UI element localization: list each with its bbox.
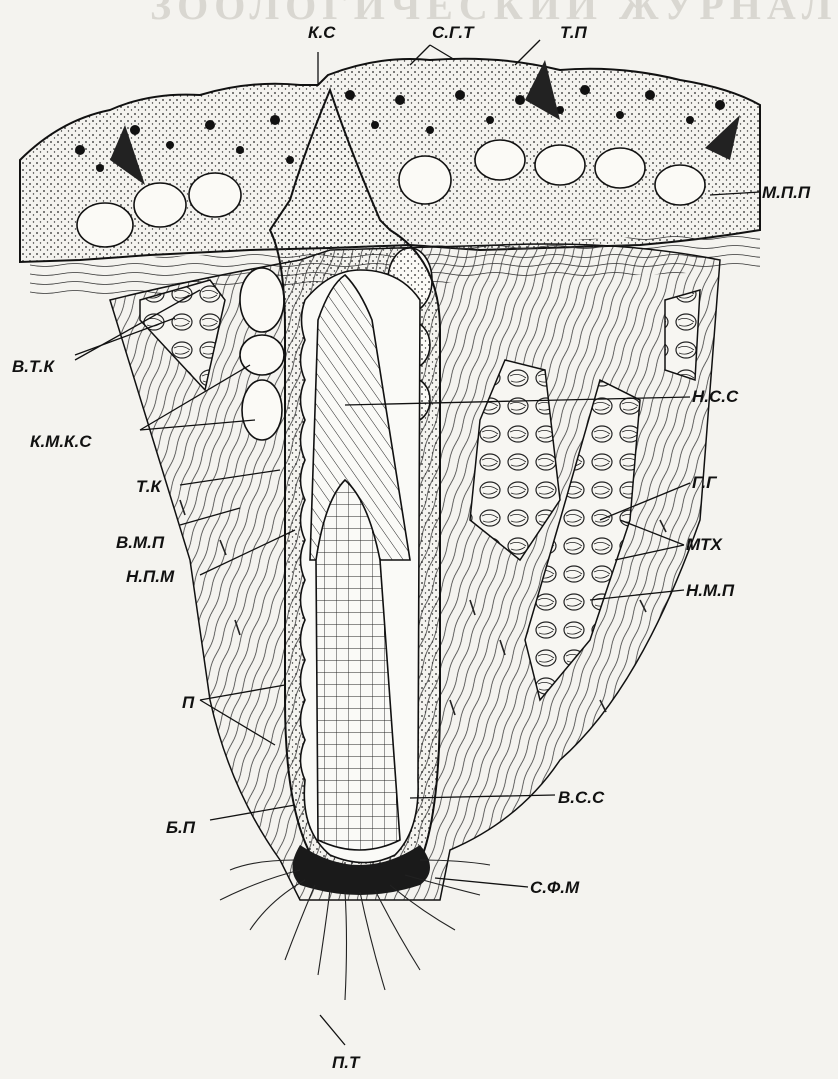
label-vtk: В.Т.К — [12, 357, 55, 376]
label-p: П — [182, 693, 195, 712]
label-npm: Н.П.М — [126, 567, 175, 586]
label-pt: П.Т — [332, 1053, 361, 1072]
label-tp: Т.П — [560, 23, 587, 42]
label-vmp: В.М.П — [116, 533, 165, 552]
label-tk: Т.К — [136, 477, 162, 496]
label-gg: Г.Г — [692, 473, 718, 492]
label-mpp: М.П.П — [762, 183, 811, 202]
label-sgt: С.Г.Т — [432, 23, 475, 42]
label-bp: Б.П — [166, 818, 196, 837]
label-vss: В.С.С — [558, 788, 605, 807]
label-mtx: МТХ — [686, 535, 724, 554]
label-kmks: К.М.К.С — [30, 432, 92, 451]
label-nss: Н.С.С — [692, 387, 739, 406]
label-nmp: Н.М.П — [686, 581, 735, 600]
label-ks: К.С — [308, 23, 336, 42]
label-sfm: С.Ф.М — [530, 878, 580, 897]
